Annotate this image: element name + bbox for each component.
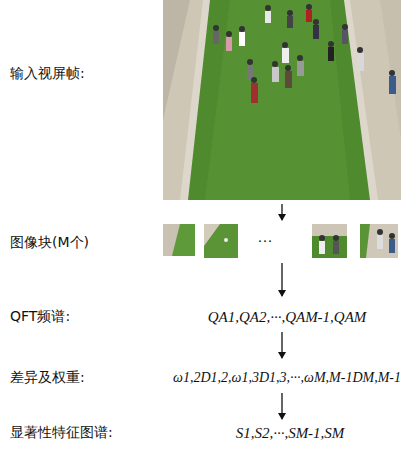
row-label: 图像块(M个) bbox=[10, 234, 89, 252]
formula: QA1,QA2,···,QAM-1,QAM bbox=[208, 309, 367, 326]
row-label: QFT频谱: bbox=[10, 308, 70, 326]
row-label: 显著性特征图谱: bbox=[10, 424, 113, 442]
row-label: 输入视屏帧: bbox=[10, 65, 85, 83]
image-blocks bbox=[163, 224, 398, 258]
formula: ω1,2D1,2,ω1,3D1,3,···,ωM,M-1DM,M-1 bbox=[173, 370, 401, 386]
ellipsis: ··· bbox=[258, 233, 273, 250]
video-frame bbox=[163, 0, 401, 200]
row-label: 差异及权重: bbox=[10, 369, 85, 387]
formula: S1,S2,···,SM-1,SM bbox=[236, 425, 345, 442]
